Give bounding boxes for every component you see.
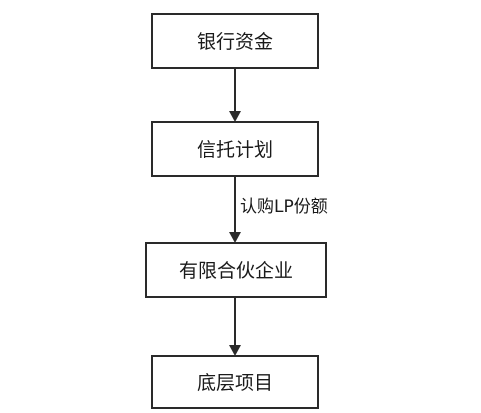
node-bank-funds: 银行资金 bbox=[151, 13, 319, 69]
arrow-head bbox=[229, 111, 241, 122]
arrow-head bbox=[229, 232, 241, 243]
edge-bank-to-trust bbox=[229, 68, 241, 122]
edge-lp-to-project bbox=[229, 297, 241, 356]
node-label: 底层项目 bbox=[197, 372, 273, 394]
node-label: 银行资金 bbox=[197, 31, 273, 53]
node-box bbox=[151, 13, 319, 69]
edge-label-subscribe-lp: 认购LP份额 bbox=[240, 197, 328, 217]
node-label: 有限合伙企业 bbox=[179, 260, 293, 282]
node-trust-plan: 信托计划 bbox=[151, 121, 319, 177]
node-box bbox=[151, 121, 319, 177]
node-underlying-project: 底层项目 bbox=[151, 355, 319, 409]
node-box bbox=[151, 355, 319, 409]
arrow-head bbox=[229, 345, 241, 356]
node-box bbox=[145, 242, 327, 298]
node-limited-partnership: 有限合伙企业 bbox=[145, 242, 327, 298]
edge-trust-to-lp: 认购LP份额 bbox=[229, 176, 328, 243]
node-label: 信托计划 bbox=[197, 139, 273, 161]
